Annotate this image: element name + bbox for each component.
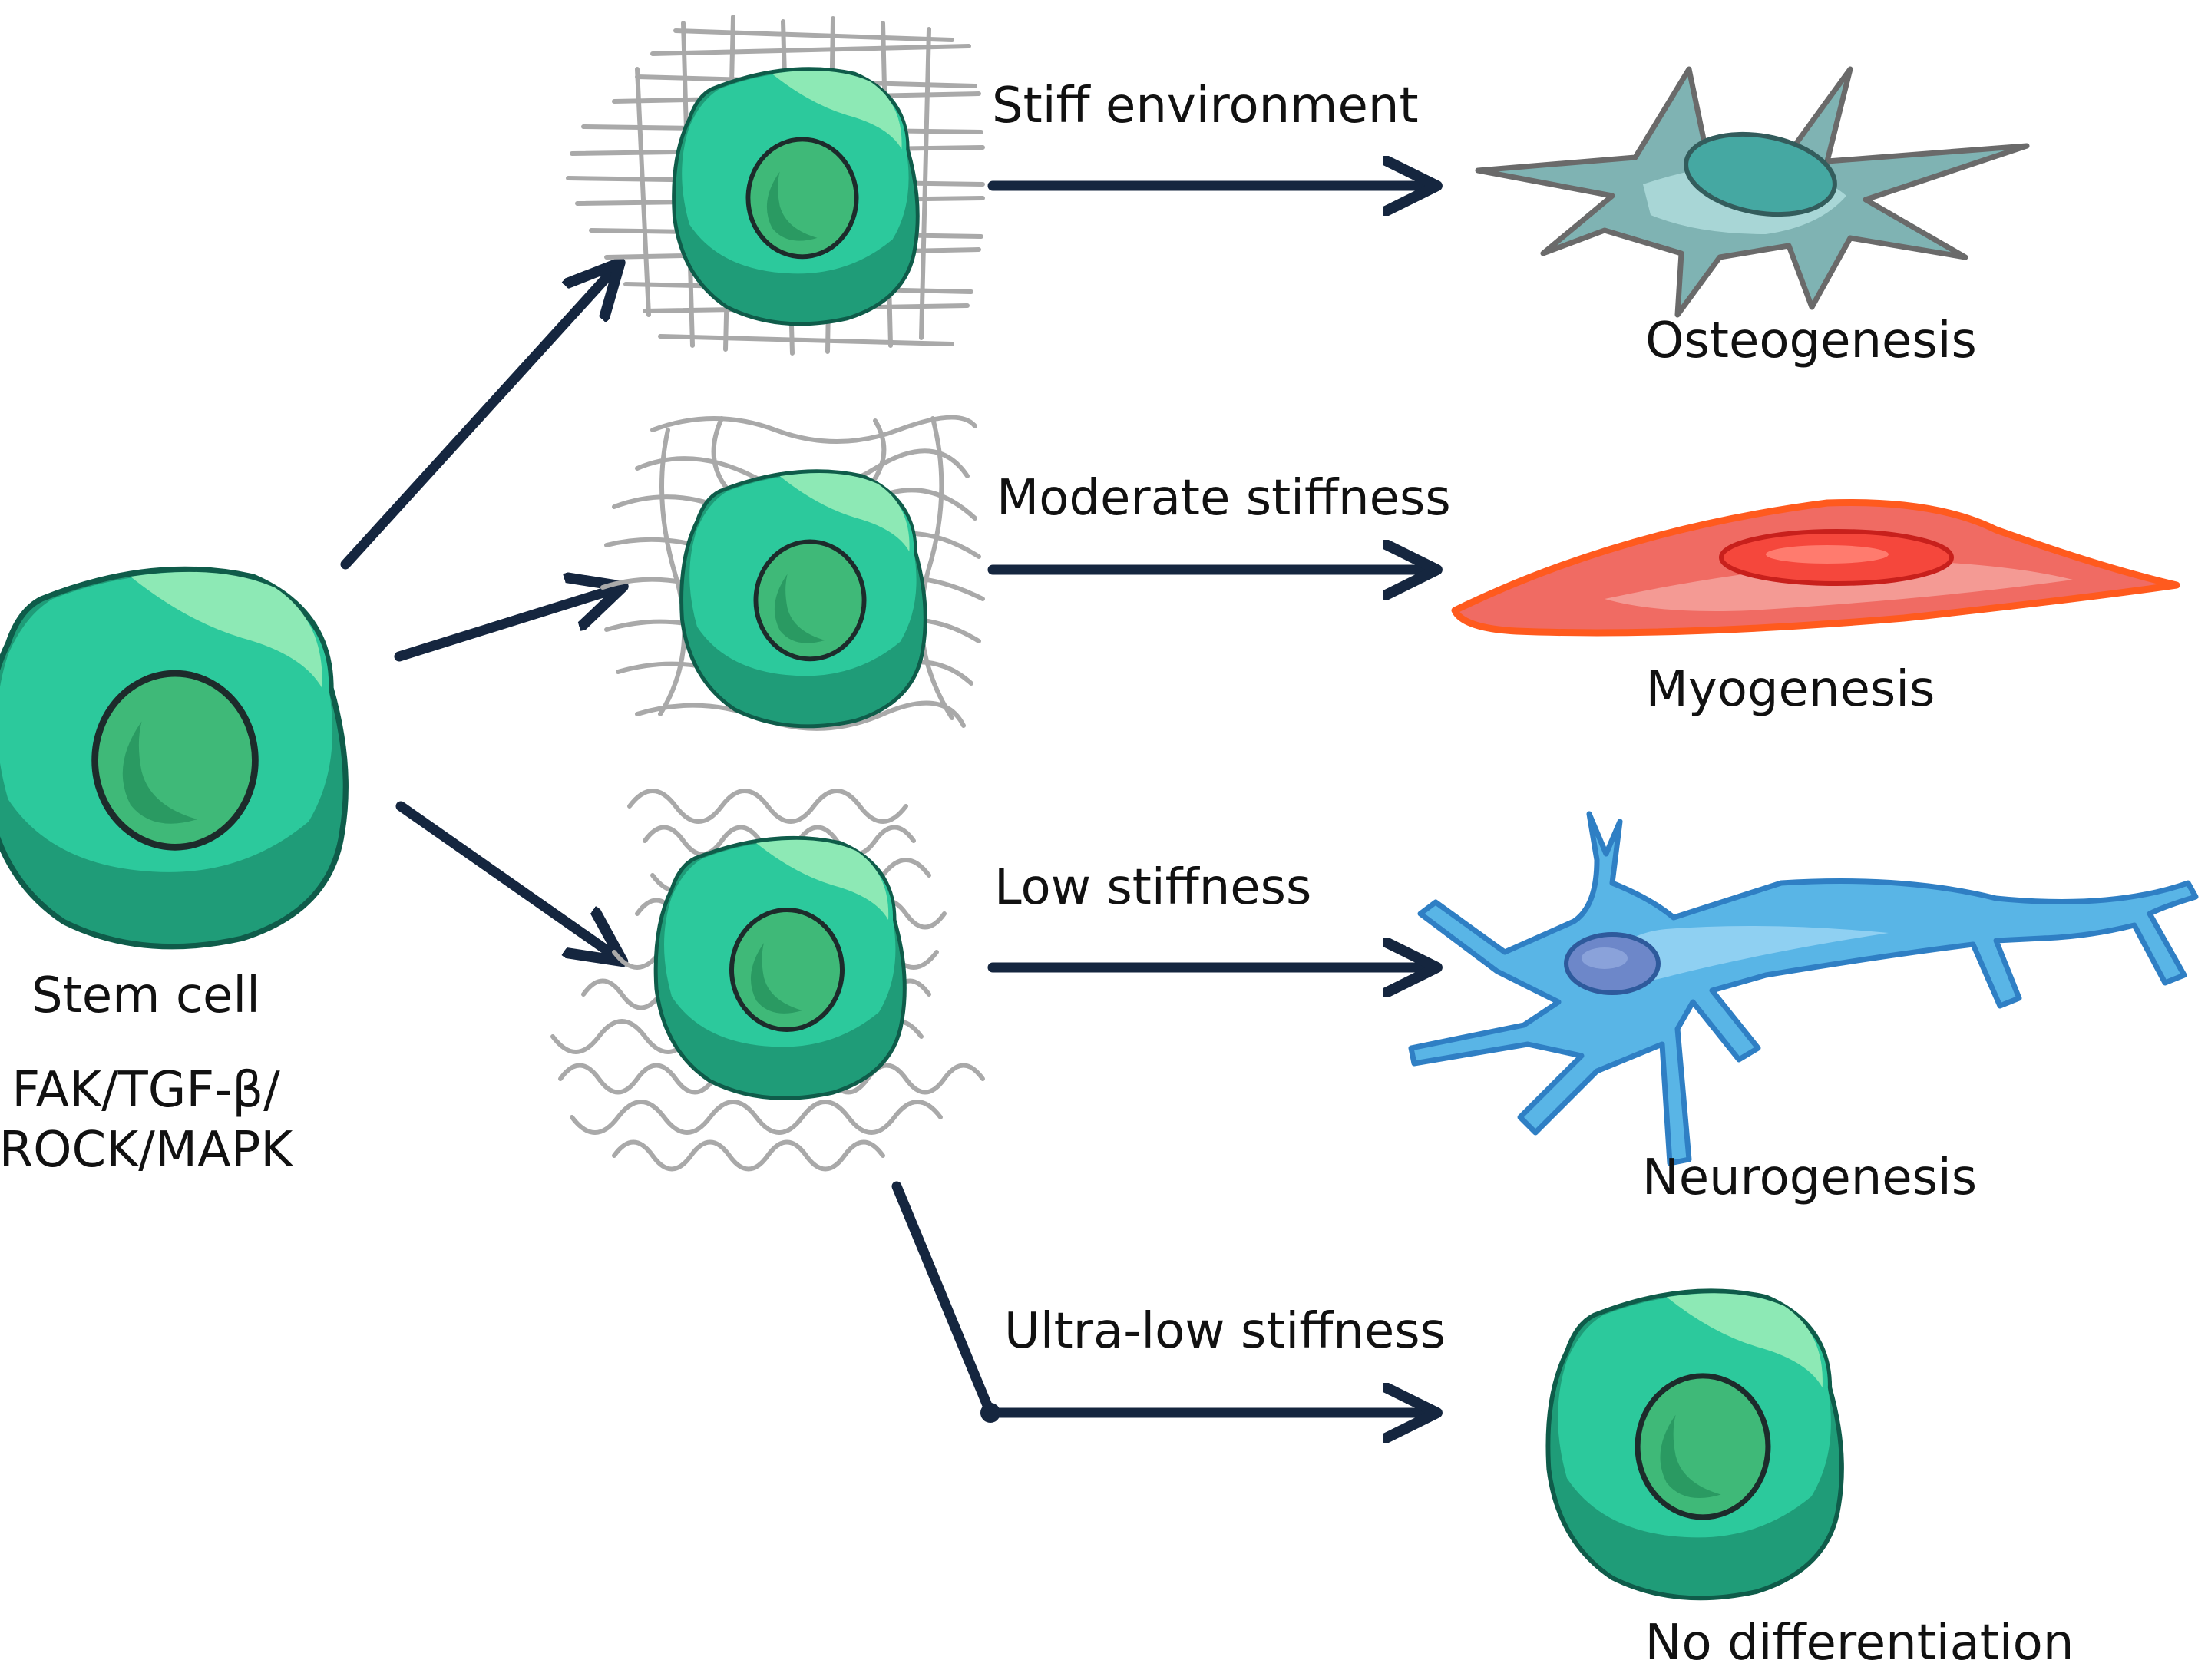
neuron-illustration bbox=[1408, 811, 2199, 1166]
stem-cell-low bbox=[656, 838, 904, 1098]
stem-cell-moderate bbox=[682, 471, 926, 726]
stem-cell-label: Stem cell bbox=[31, 967, 260, 1024]
arrow-low-to-undifferentiated bbox=[891, 1181, 1434, 1413]
outcome-label-no-differentiation: No differentiation bbox=[1644, 1615, 2074, 1672]
condition-label-low: Low stiffness bbox=[994, 859, 1312, 916]
pathway-label-line1: FAK/TGF-β/ bbox=[12, 1062, 280, 1119]
condition-label-stiff: Stiff environment bbox=[992, 78, 1419, 134]
pathway-label-line2: ROCK/MAPK bbox=[0, 1122, 293, 1179]
condition-label-moderate: Moderate stiffness bbox=[997, 470, 1451, 527]
outcome-label-neurogenesis: Neurogenesis bbox=[1641, 1149, 1978, 1206]
undifferentiated-cell bbox=[1548, 1291, 1842, 1598]
arrow-stem-to-stiff bbox=[340, 265, 618, 570]
stem-cell-stiff bbox=[674, 69, 918, 324]
myocyte-illustration bbox=[1451, 498, 2180, 637]
arrow-elbow-dot bbox=[980, 1403, 1000, 1423]
condition-label-ultra-low: Ultra-low stiffness bbox=[1004, 1303, 1446, 1360]
arrows bbox=[340, 186, 1434, 1423]
outcome-label-osteogenesis: Osteogenesis bbox=[1645, 313, 1977, 369]
osteocyte-illustration bbox=[1475, 66, 2030, 318]
outcome-label-myogenesis: Myogenesis bbox=[1645, 661, 1935, 718]
arrow-stem-to-moderate bbox=[394, 587, 620, 662]
stem-cell-main bbox=[0, 569, 345, 946]
arrow-stem-to-low bbox=[395, 801, 620, 960]
